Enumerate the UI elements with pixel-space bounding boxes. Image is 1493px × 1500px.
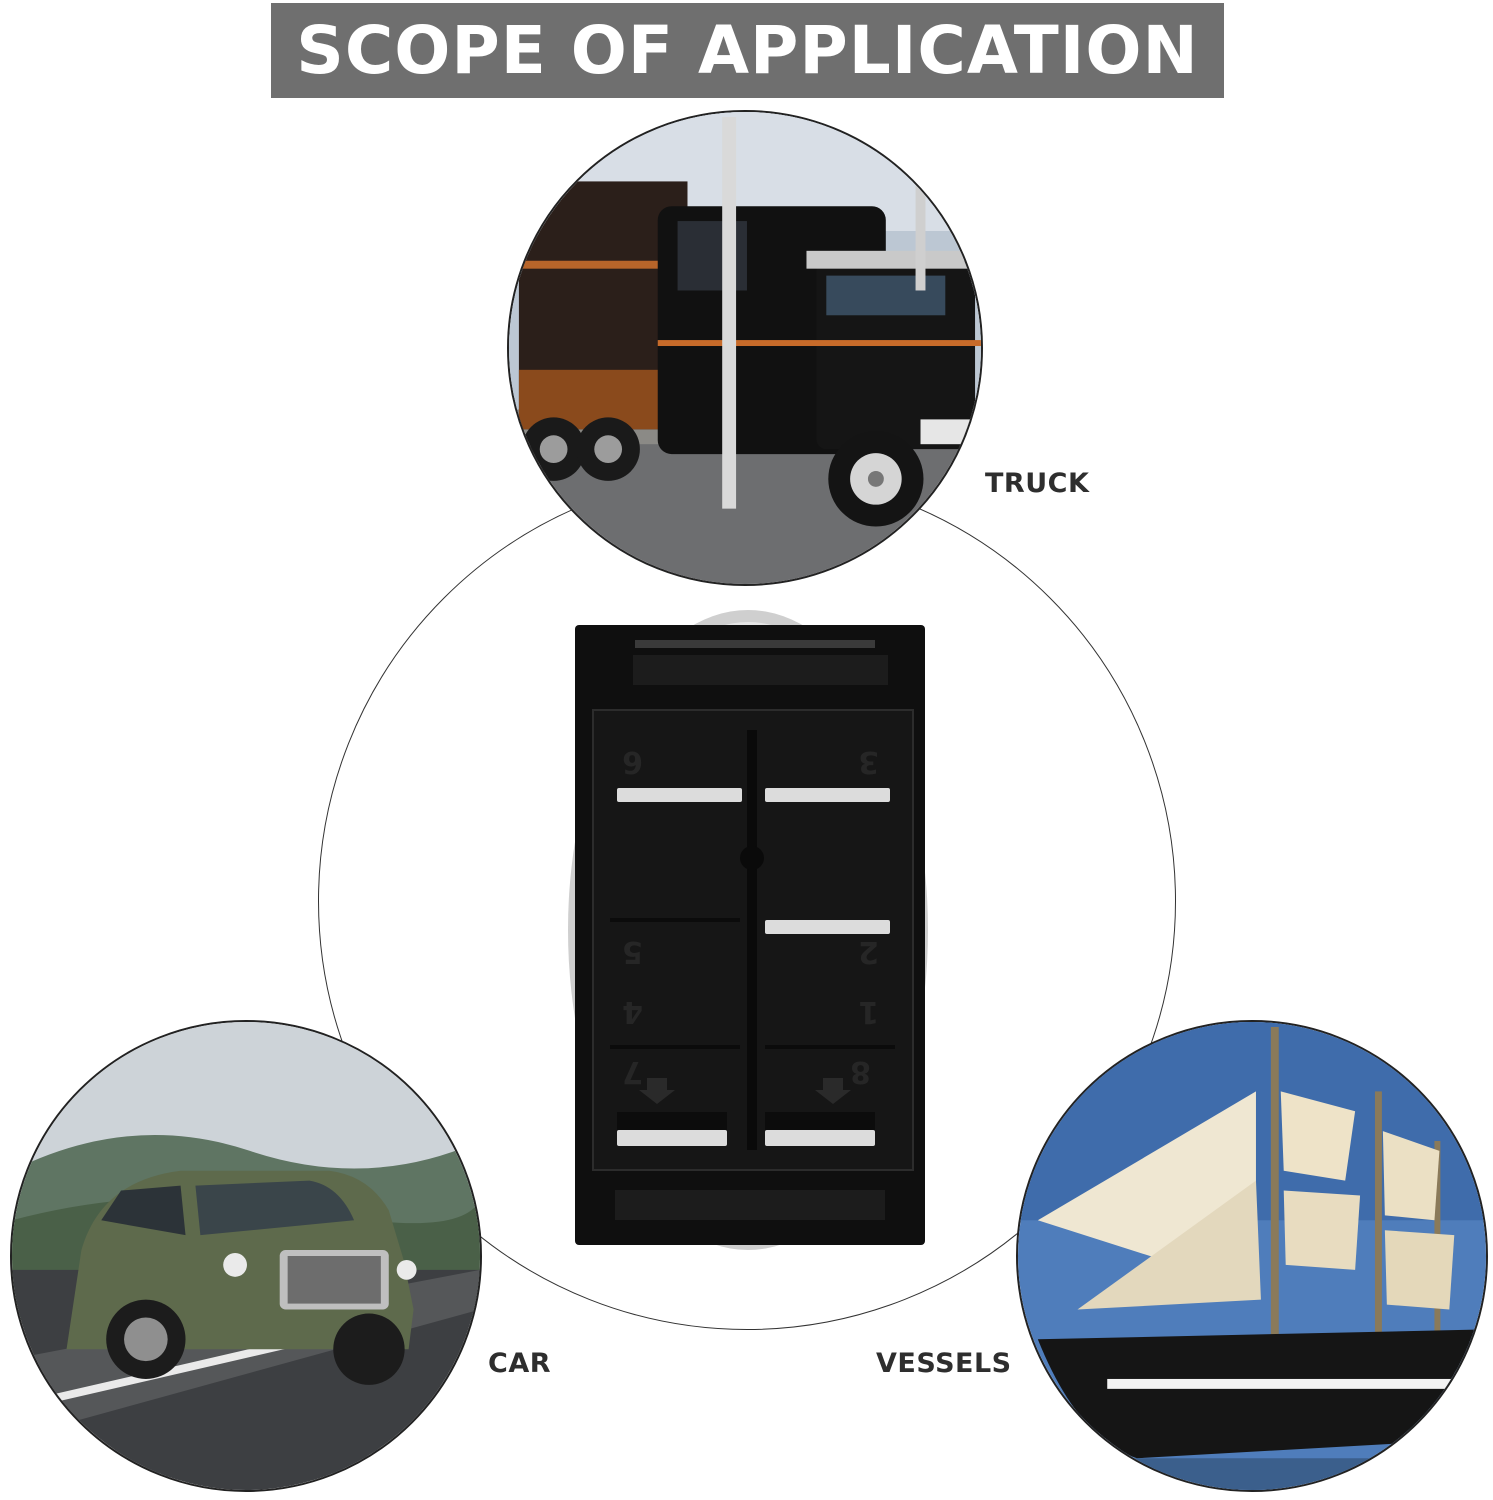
- terminal-number: 6: [622, 744, 643, 779]
- car-photo: [10, 1020, 482, 1492]
- terminal-number: 5: [622, 934, 643, 969]
- banner-title: SCOPE OF APPLICATION: [296, 12, 1199, 89]
- terminal-number: 2: [858, 934, 879, 969]
- sailing-ship-photo: [1016, 1020, 1488, 1492]
- truck-label: TRUCK: [985, 468, 1090, 499]
- vessels-label: VESSELS: [876, 1348, 1012, 1379]
- rocker-switch-image: 6 3 5 2 4 1 7 8: [555, 600, 940, 1260]
- terminal-number: 8: [850, 1054, 871, 1089]
- title-banner: SCOPE OF APPLICATION: [271, 3, 1224, 98]
- truck-photo: [507, 110, 983, 586]
- terminal-number: 1: [858, 994, 879, 1029]
- terminal-number: 7: [622, 1054, 643, 1089]
- terminal-number: 4: [622, 994, 643, 1029]
- car-label: CAR: [488, 1348, 552, 1379]
- terminal-number: 3: [858, 744, 879, 779]
